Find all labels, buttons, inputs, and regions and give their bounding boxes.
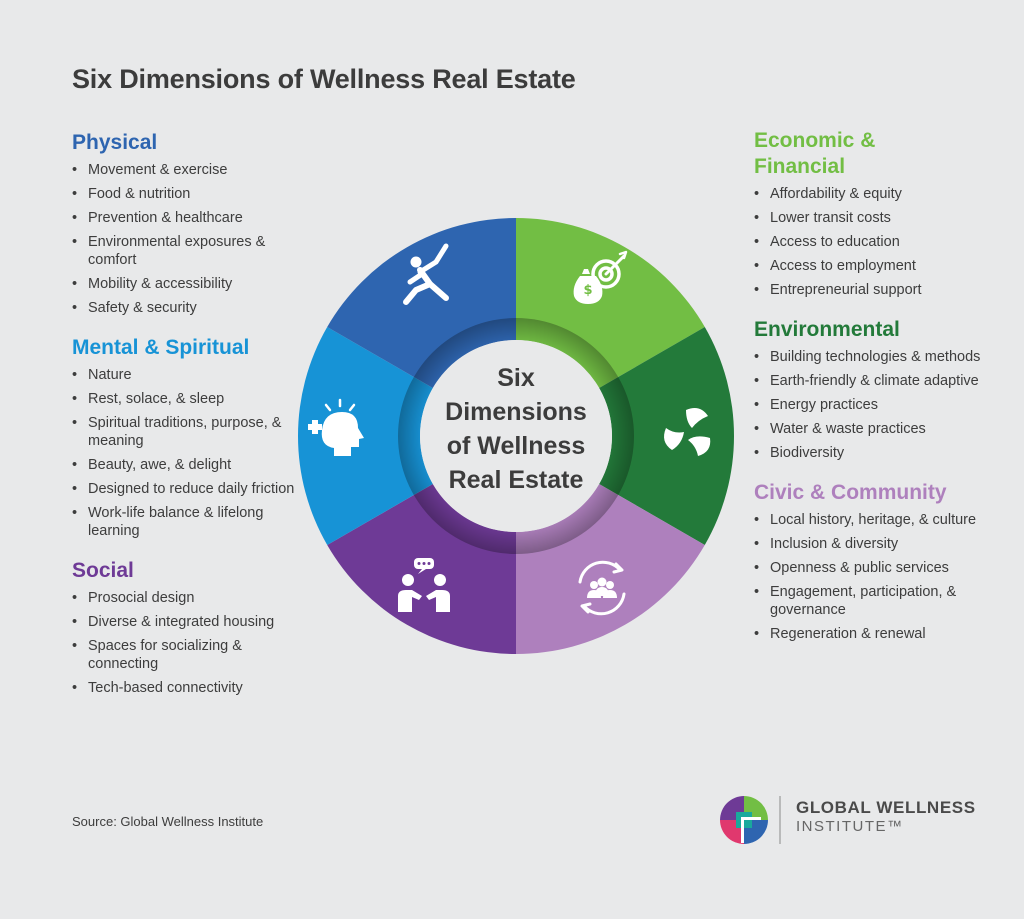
list-item: Rest, solace, & sleep: [72, 390, 302, 408]
center-disc: [420, 340, 612, 532]
center-line-3: of Wellness: [447, 432, 585, 460]
section-mental: Mental & SpiritualNatureRest, solace, & …: [72, 335, 302, 540]
list-item: Prevention & healthcare: [72, 209, 302, 227]
list-item: Spiritual traditions, purpose, & meaning: [72, 414, 302, 450]
list-item: Work-life balance & lifelong learning: [72, 504, 302, 540]
list-item: Local history, heritage, & culture: [754, 511, 994, 529]
list-item: Energy practices: [754, 396, 994, 414]
physical-list: Movement & exerciseFood & nutritionPreve…: [72, 161, 302, 317]
section-civic: Civic & CommunityLocal history, heritage…: [754, 480, 994, 643]
civic-list: Local history, heritage, & cultureInclus…: [754, 511, 994, 643]
list-item: Entrepreneurial support: [754, 281, 994, 299]
list-item: Access to education: [754, 233, 994, 251]
economic-heading: Economic & Financial: [754, 129, 876, 178]
right-column: Economic & FinancialAffordability & equi…: [754, 128, 994, 661]
conversation-icon: [398, 558, 450, 612]
target-money-icon: $: [573, 250, 628, 304]
list-item: Environmental exposures & comfort: [72, 233, 302, 269]
list-item: Prosocial design: [72, 589, 302, 607]
section-social: SocialProsocial designDiverse & integrat…: [72, 558, 302, 697]
list-item: Water & waste practices: [754, 420, 994, 438]
gwi-logo-text: GLOBAL WELLNESS INSTITUTE™: [796, 798, 976, 836]
list-item: Tech-based connectivity: [72, 679, 302, 697]
community-cycle-icon: [578, 560, 626, 616]
list-item: Diverse & integrated housing: [72, 613, 302, 631]
list-item: Biodiversity: [754, 444, 994, 462]
list-item: Mobility & accessibility: [72, 275, 302, 293]
social-heading: Social: [72, 559, 134, 582]
list-item: Regeneration & renewal: [754, 625, 994, 643]
environmental-heading: Environmental: [754, 318, 900, 341]
svg-text:$: $: [583, 283, 592, 298]
section-environmental: EnvironmentalBuilding technologies & met…: [754, 317, 994, 462]
logo-sub: INSTITUTE™: [796, 818, 904, 835]
list-item: Affordability & equity: [754, 185, 994, 203]
left-column: PhysicalMovement & exerciseFood & nutrit…: [72, 130, 302, 715]
center-line-4: Real Estate: [449, 466, 584, 494]
list-item: Building technologies & methods: [754, 348, 994, 366]
list-item: Spaces for socializing & connecting: [72, 637, 302, 673]
page-title: Six Dimensions of Wellness Real Estate: [72, 64, 576, 94]
list-item: Lower transit costs: [754, 209, 994, 227]
list-item: Food & nutrition: [72, 185, 302, 203]
list-item: Beauty, awe, & delight: [72, 456, 302, 474]
social-list: Prosocial designDiverse & integrated hou…: [72, 589, 302, 697]
economic-list: Affordability & equityLower transit cost…: [754, 185, 994, 299]
mind-health-icon: [308, 398, 364, 456]
mental-heading: Mental & Spiritual: [72, 336, 250, 359]
recycle-leaves-icon: [664, 408, 711, 456]
gwi-logo-mark: [720, 796, 768, 844]
logo-name: GLOBAL WELLNESS: [796, 798, 976, 817]
list-item: Safety & security: [72, 299, 302, 317]
mental-list: NatureRest, solace, & sleepSpiritual tra…: [72, 366, 302, 540]
physical-heading: Physical: [72, 131, 158, 154]
list-item: Designed to reduce daily friction: [72, 480, 302, 498]
list-item: Access to employment: [754, 257, 994, 275]
list-item: Engagement, participation, & governance: [754, 583, 994, 619]
section-economic: Economic & FinancialAffordability & equi…: [754, 128, 994, 299]
list-item: Earth-friendly & climate adaptive: [754, 372, 994, 390]
section-physical: PhysicalMovement & exerciseFood & nutrit…: [72, 130, 302, 317]
exercise-icon: [403, 243, 449, 305]
dimensions-wheel: Six Dimensions of Wellness Real Estate $: [298, 218, 734, 654]
source-note: Source: Global Wellness Institute: [72, 814, 264, 829]
list-item: Movement & exercise: [72, 161, 302, 179]
center-line-1: Six: [497, 364, 535, 392]
center-line-2: Dimensions: [445, 398, 587, 426]
list-item: Nature: [72, 366, 302, 384]
civic-heading: Civic & Community: [754, 481, 947, 504]
list-item: Openness & public services: [754, 559, 994, 577]
gwi-logo: [720, 796, 781, 844]
environmental-list: Building technologies & methodsEarth-fri…: [754, 348, 994, 462]
list-item: Inclusion & diversity: [754, 535, 994, 553]
wheel-segment-mental: [298, 327, 433, 545]
